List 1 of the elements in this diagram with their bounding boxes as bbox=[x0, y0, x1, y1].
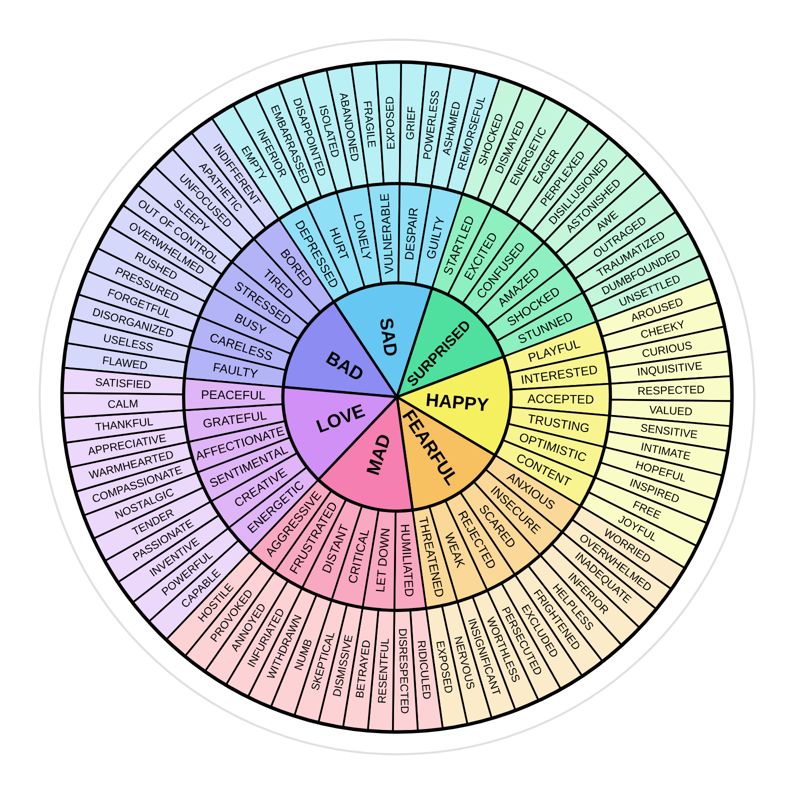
inner-emotion-segment: PEACEFUL bbox=[182, 378, 284, 412]
